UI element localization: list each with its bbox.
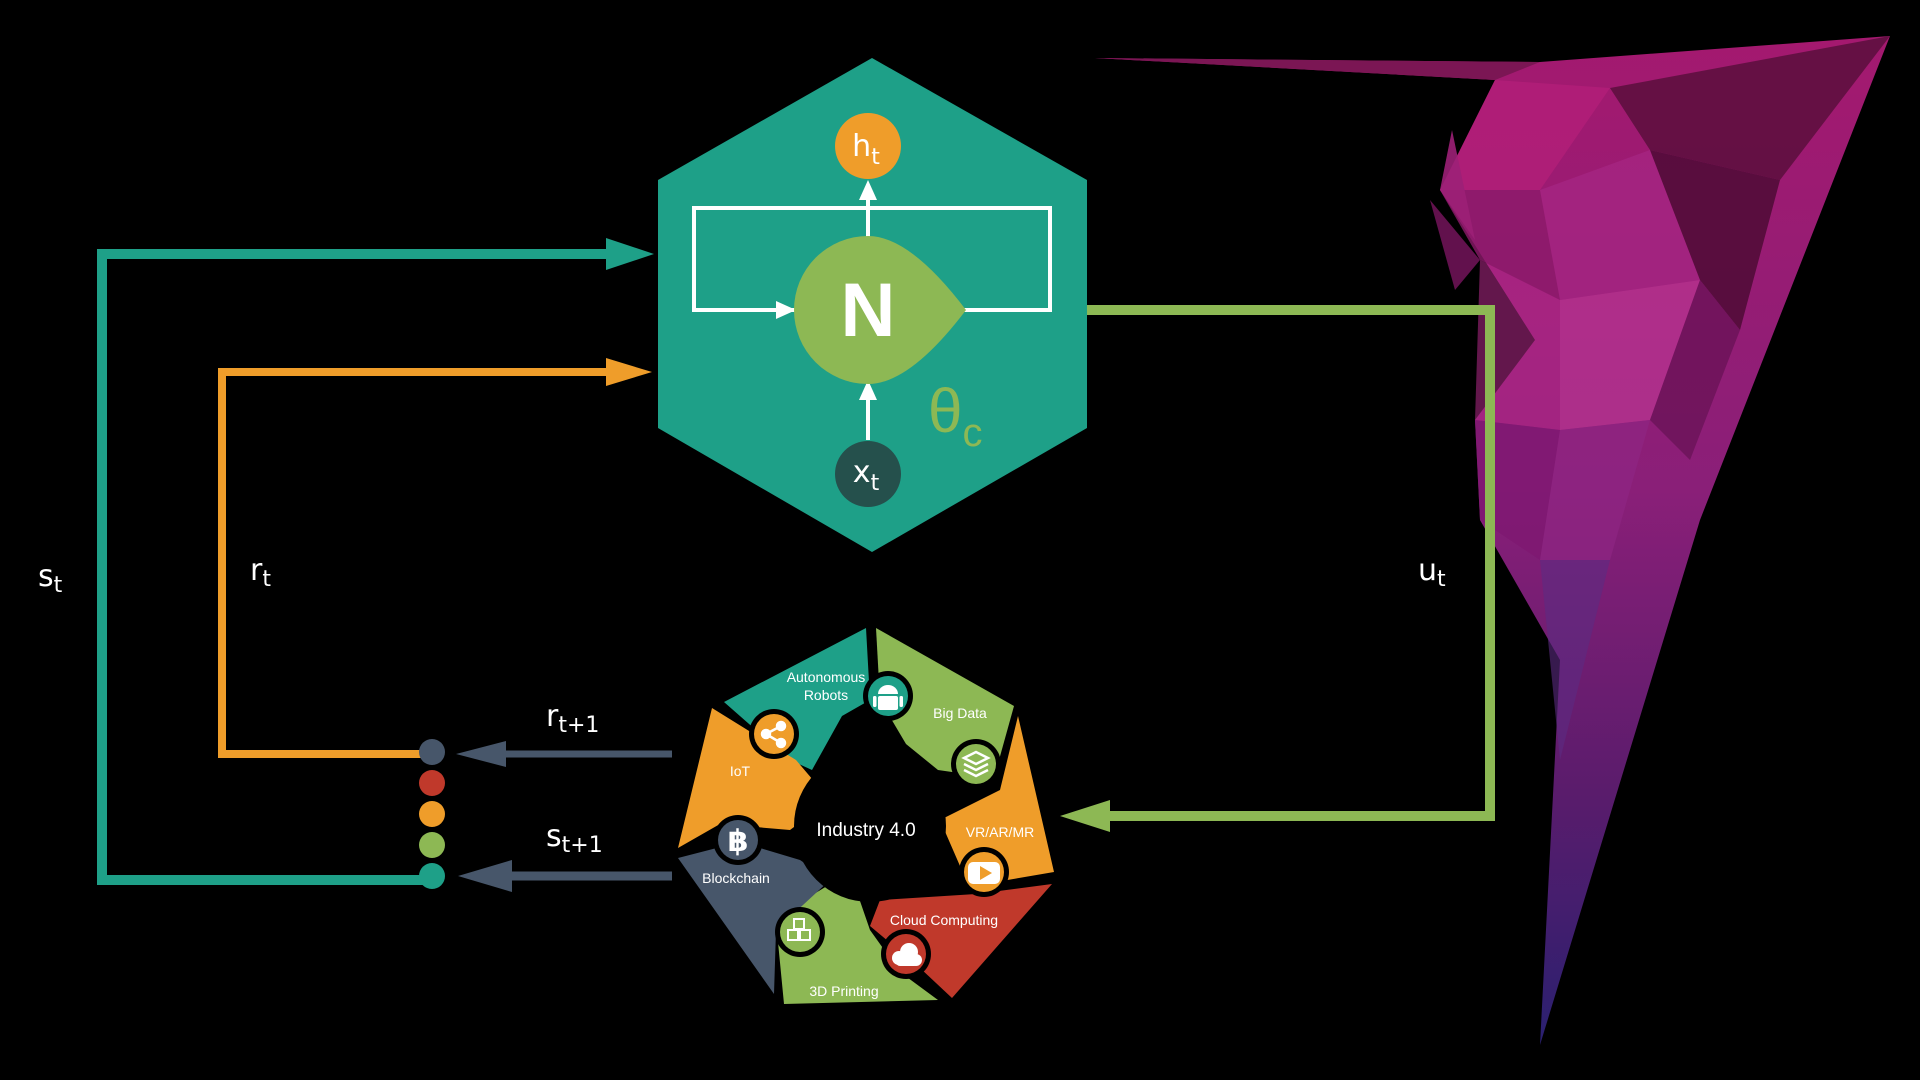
segment-autonomous-robots	[724, 628, 870, 770]
output-label: h	[852, 129, 871, 164]
r-t-loop-line	[218, 368, 610, 758]
input-label: x	[853, 455, 871, 490]
param-sub: c	[962, 411, 982, 455]
r-t-text: rt	[250, 553, 271, 592]
neuron-hexagon: N ht xt θc	[658, 58, 1087, 552]
r-t1-text: rt+1	[546, 699, 599, 738]
u-t-arrowhead	[1060, 800, 1110, 832]
s-t1-label: s	[546, 819, 562, 854]
label-iot: IoT	[730, 763, 751, 779]
label-big-data: Big Data	[933, 705, 987, 721]
cloud-icon	[892, 943, 922, 966]
svg-text:xt: xt	[853, 455, 880, 496]
industry-wheel: Industry 4.0	[678, 628, 1054, 1004]
u-t-sub: t	[1437, 567, 1446, 592]
wheel-hub	[794, 750, 946, 902]
indicator-dots	[419, 739, 445, 889]
s-t1-text: st+1	[546, 819, 603, 858]
s-t-arrowhead	[606, 238, 654, 270]
u-t-loop-line	[1086, 305, 1495, 821]
label-autonomous: Autonomous	[787, 669, 866, 685]
connections	[97, 238, 1495, 892]
neuron-symbol: N	[841, 268, 896, 353]
input-sub: t	[871, 471, 880, 496]
s-t-label: s	[38, 559, 54, 594]
svg-text:θc: θc	[928, 377, 982, 455]
s-t1-arrowhead	[458, 860, 512, 892]
r-t-label: r	[250, 553, 263, 588]
label-blockchain: Blockchain	[702, 870, 770, 886]
r-t1-label: r	[546, 699, 559, 734]
dot-red	[419, 770, 445, 796]
variable-labels: st rt ut rt+1 st+1	[38, 553, 1446, 858]
dot-slate	[419, 739, 445, 765]
android-icon	[873, 685, 903, 710]
output-sub: t	[871, 145, 880, 170]
up-arrowhead-top	[859, 180, 877, 200]
s-t-loop-line	[97, 249, 610, 885]
r-t-arrowhead	[606, 358, 652, 386]
label-3d-printing: 3D Printing	[809, 983, 878, 999]
u-t-text: ut	[1418, 553, 1446, 592]
u-t-label: u	[1418, 553, 1437, 588]
label-robots: Robots	[804, 687, 848, 703]
param-label: θ	[928, 377, 962, 446]
segment-vr-ar-mr	[940, 716, 1054, 884]
segment-cloud-computing	[870, 884, 1052, 998]
r-t-sub: t	[262, 567, 271, 592]
dot-teal	[419, 863, 445, 889]
output-node	[835, 113, 901, 179]
segment-blockchain	[678, 842, 830, 994]
cubes-icon	[787, 918, 811, 941]
label-cloud-computing: Cloud Computing	[890, 912, 998, 928]
bitcoin-icon: ฿	[728, 825, 749, 858]
svg-text:ht: ht	[852, 129, 880, 170]
r-t1-arrowhead	[456, 741, 506, 767]
play-icon	[968, 862, 1000, 884]
s-t-sub: t	[54, 573, 63, 598]
dot-green	[419, 832, 445, 858]
label-vr-ar-mr: VR/AR/MR	[966, 824, 1034, 840]
share-icon	[760, 720, 787, 749]
neuron-drop	[794, 236, 966, 384]
r-t1-sub: t+1	[558, 713, 599, 738]
loop-arrowhead	[776, 301, 796, 319]
dot-orange	[419, 801, 445, 827]
input-node	[835, 441, 901, 507]
industry-center-label: Industry 4.0	[816, 820, 915, 841]
up-arrowhead-bottom	[859, 380, 877, 400]
s-t-text: st	[38, 559, 63, 598]
segment-iot	[678, 708, 830, 848]
stack-icon	[961, 750, 991, 778]
s-t1-sub: t+1	[562, 833, 603, 858]
